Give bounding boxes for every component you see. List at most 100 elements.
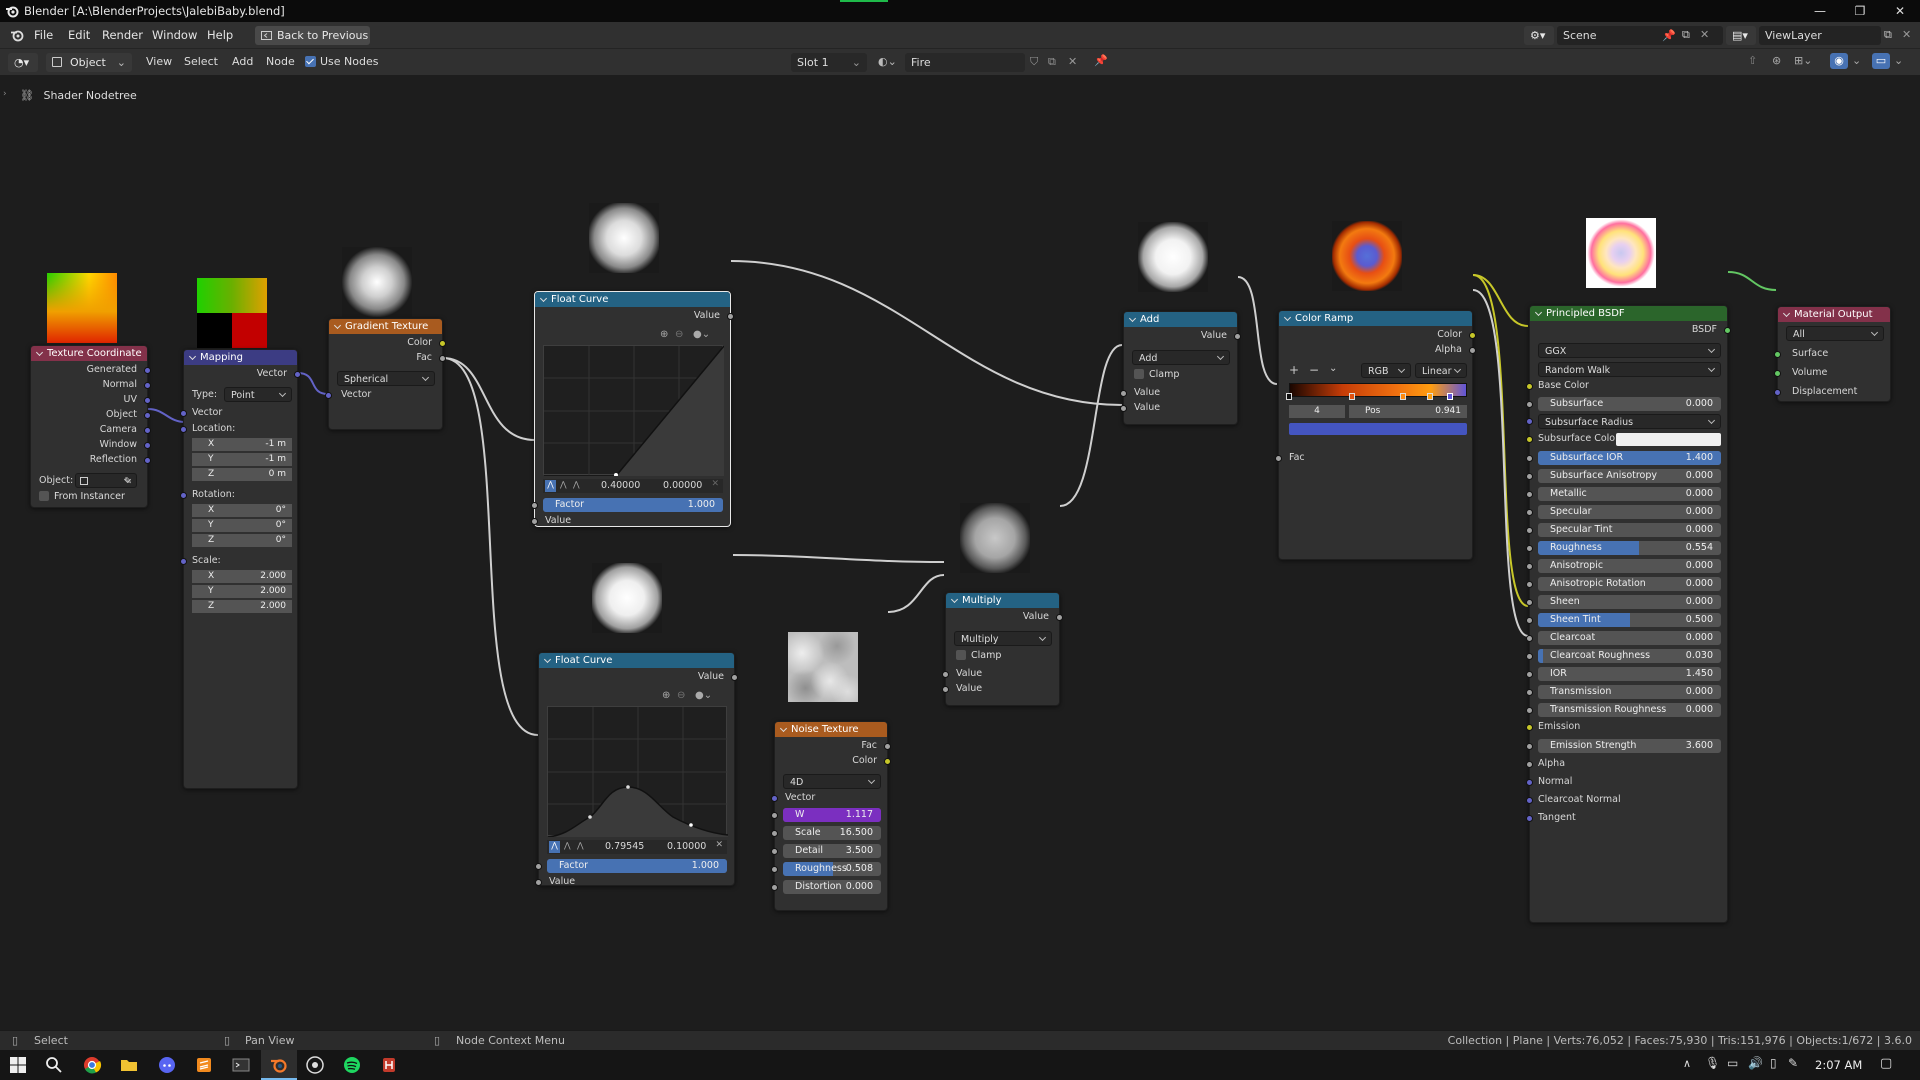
remove-stop-icon[interactable]: − <box>1309 363 1320 377</box>
object-field[interactable]: ✎ <box>75 473 137 488</box>
socket-value-1-in[interactable] <box>942 671 949 678</box>
socket-reflection[interactable] <box>144 457 151 464</box>
sidebar-toggle-icon[interactable]: ▭ <box>1872 53 1890 69</box>
discord-icon[interactable] <box>157 1055 177 1075</box>
chrome-icon[interactable] <box>82 1055 102 1075</box>
socket-sheen[interactable] <box>1526 599 1533 606</box>
socket-vector-out[interactable] <box>294 371 301 378</box>
zoom-in-icon[interactable]: ⊕ <box>662 690 671 701</box>
socket-surface[interactable] <box>1774 351 1781 358</box>
overlays-icon[interactable]: ◉ <box>1830 53 1848 69</box>
clock[interactable]: 2:07 AM <box>1815 1058 1863 1072</box>
socket-rotation[interactable] <box>180 492 187 499</box>
socket-w-in[interactable] <box>771 812 778 819</box>
scene-selector-icon[interactable]: ⚙▾ <box>1524 26 1554 45</box>
socket-roughness[interactable] <box>1526 545 1533 552</box>
use-nodes-checkbox[interactable]: Use Nodes <box>305 54 379 70</box>
socket-scale-in[interactable] <box>771 830 778 837</box>
socket-emission-strength[interactable] <box>1526 743 1533 750</box>
vector-handle-icon[interactable]: ⋀ <box>545 480 556 492</box>
menu-file[interactable]: File <box>34 28 54 42</box>
subsurface-color-swatch[interactable] <box>1616 433 1721 446</box>
color-ramp-gradient[interactable] <box>1289 383 1467 397</box>
node-header[interactable]: Color Ramp <box>1279 311 1472 326</box>
unity-hub-icon[interactable] <box>379 1055 399 1075</box>
socket-ior[interactable] <box>1526 671 1533 678</box>
socket-bsdf-out[interactable] <box>1724 327 1731 334</box>
socket-clearcoat-roughness[interactable] <box>1526 653 1533 660</box>
socket-subsurface-anisotropy[interactable] <box>1526 473 1533 480</box>
socket-roughness-in[interactable] <box>771 866 778 873</box>
node-header[interactable]: Mapping <box>184 350 297 365</box>
color-stop-marker[interactable] <box>1400 393 1406 400</box>
socket-emission[interactable] <box>1526 724 1533 731</box>
network-icon[interactable]: ▭ <box>1727 1056 1739 1070</box>
node-texture-coordinate[interactable]: Texture Coordinate Generated Normal UV O… <box>30 345 151 508</box>
socket-subsurface-radius[interactable] <box>1526 418 1533 425</box>
vector-handle-icon[interactable]: ⋀ <box>549 841 560 853</box>
socket-value-out[interactable] <box>1056 614 1063 621</box>
volume-icon[interactable]: 🔊 <box>1748 1056 1763 1070</box>
socket-tangent[interactable] <box>1526 815 1533 822</box>
pin-icon[interactable]: 📌 <box>1094 54 1108 67</box>
socket-transmission-roughness[interactable] <box>1526 707 1533 714</box>
socket-generated[interactable] <box>144 367 151 374</box>
back-to-previous-button[interactable]: Back to Previous <box>255 26 370 45</box>
node-header[interactable]: Float Curve <box>535 292 730 307</box>
delete-point-icon[interactable]: ✕ <box>715 840 723 850</box>
socket-alpha-out[interactable] <box>1469 347 1476 354</box>
clamp-handle-icon[interactable]: ⋀ <box>577 841 584 850</box>
menu-select[interactable]: Select <box>184 55 218 68</box>
toolbar-expand-icon[interactable]: › <box>3 89 7 99</box>
socket-subsurface-ior[interactable] <box>1526 455 1533 462</box>
distribution-dropdown[interactable]: GGX <box>1538 343 1721 358</box>
socket-vector-in[interactable] <box>325 392 332 399</box>
color-stop-marker-active[interactable] <box>1447 393 1453 400</box>
socket-value-in[interactable] <box>531 518 538 525</box>
curve-tools-icon[interactable]: ●⌄ <box>695 690 713 701</box>
math-operation-dropdown[interactable]: Multiply <box>954 631 1052 646</box>
socket-normal[interactable] <box>1526 779 1533 786</box>
search-icon[interactable] <box>44 1055 64 1075</box>
socket-value-2-in[interactable] <box>942 686 949 693</box>
node-material-output[interactable]: Material Output All Surface Volume Displ… <box>1774 306 1891 402</box>
point-y[interactable]: 0.10000 <box>667 841 707 852</box>
color-stop-marker[interactable] <box>1349 393 1355 400</box>
sublime-icon[interactable] <box>194 1055 214 1075</box>
node-float-curve-2[interactable]: Float Curve Value ⊕ ⊖ ●⌄ ⋀ ⋀ ⋀ 0.79545 0… <box>535 652 738 887</box>
socket-fac-in[interactable] <box>1275 455 1282 462</box>
socket-detail-in[interactable] <box>771 848 778 855</box>
parent-node-tree-icon[interactable]: ⇧ <box>1748 54 1758 67</box>
socket-distortion-in[interactable] <box>771 884 778 891</box>
node-header[interactable]: Gradient Texture <box>329 319 442 334</box>
subsurface-radius-dropdown[interactable]: Subsurface Radius <box>1538 414 1721 429</box>
duplicate-material-icon[interactable]: ⧉ <box>1048 55 1056 68</box>
socket-value-in[interactable] <box>535 879 542 886</box>
clamp-handle-icon[interactable]: ⋀ <box>573 480 580 489</box>
menu-render[interactable]: Render <box>102 28 143 42</box>
file-explorer-icon[interactable] <box>119 1055 139 1075</box>
curve-graph[interactable] <box>547 706 729 838</box>
auto-handle-icon[interactable]: ⋀ <box>560 480 567 489</box>
node-add[interactable]: Add Value Add Clamp Value Value <box>1120 311 1241 425</box>
clamp-checkbox[interactable]: Clamp <box>956 649 1001 663</box>
curve-graph[interactable] <box>543 345 725 477</box>
color-stop-marker[interactable] <box>1286 393 1292 400</box>
sidebar-dropdown-icon[interactable]: ⌄ <box>1894 54 1904 67</box>
editor-type-icon[interactable]: ◔▾ <box>8 53 38 72</box>
node-header[interactable]: Material Output <box>1778 307 1890 322</box>
socket-normal[interactable] <box>144 382 151 389</box>
socket-location[interactable] <box>180 426 187 433</box>
taskbar-blender-active[interactable] <box>261 1050 297 1080</box>
material-name-field[interactable]: Fire <box>905 53 1025 72</box>
